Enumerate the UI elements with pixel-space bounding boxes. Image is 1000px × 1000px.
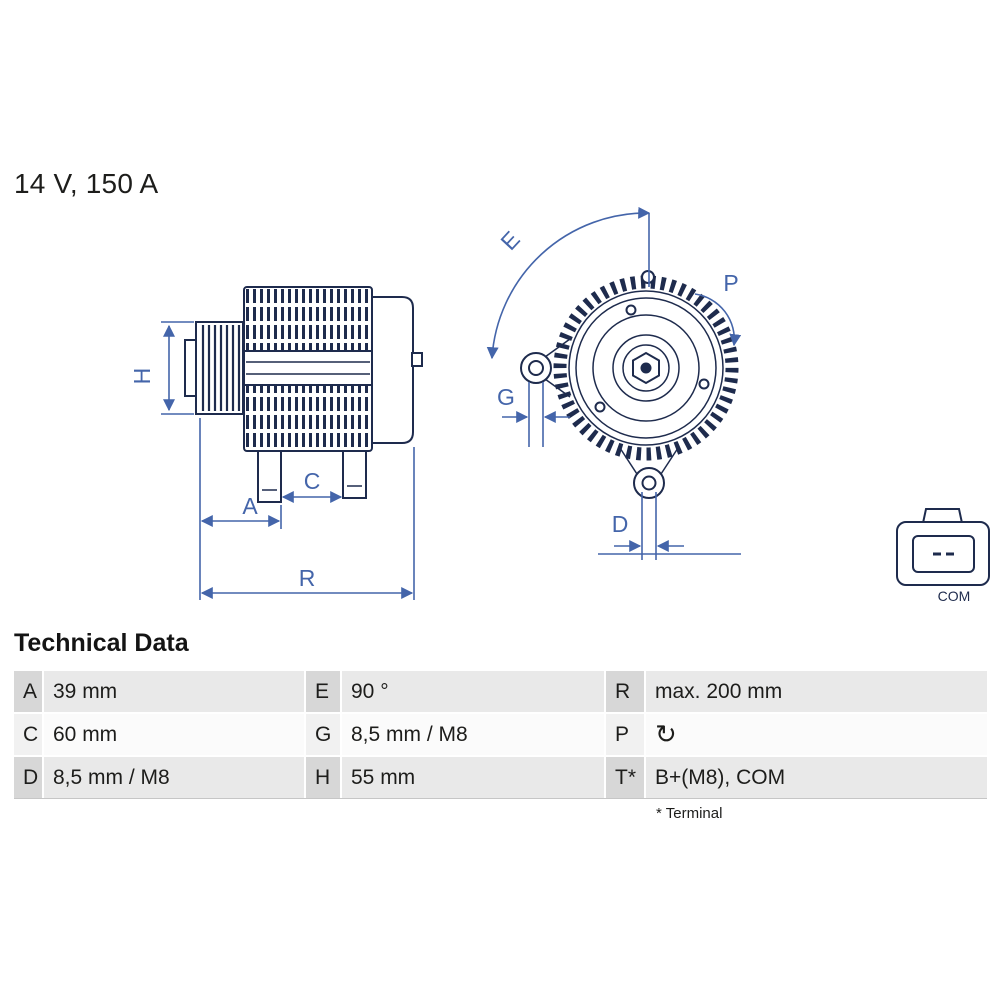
alternator-side-view: H A C R xyxy=(129,286,423,600)
stator-band xyxy=(243,350,373,386)
value-P: ↻ xyxy=(646,714,987,755)
key-C: C xyxy=(14,714,42,755)
case-bolt xyxy=(625,304,637,316)
dim-label-p: P xyxy=(723,270,738,296)
key-R: R xyxy=(606,671,644,712)
top-tab xyxy=(641,270,655,284)
value-E: 90 ° xyxy=(342,671,604,712)
shaft-center xyxy=(640,362,652,374)
table-row: D 8,5 mm / M8 H 55 mm T* B+(M8), COM xyxy=(14,757,987,798)
table-row: C 60 mm G 8,5 mm / M8 P ↻ xyxy=(14,714,987,755)
terminal-footnote: * Terminal xyxy=(656,805,723,822)
connector-tab xyxy=(921,508,964,524)
vent-slot-ring xyxy=(553,275,739,461)
technical-data-table: A 39 mm E 90 ° R max. 200 mm C 60 mm G 8… xyxy=(14,671,987,799)
dim-label-h: H xyxy=(129,368,155,385)
pulley-ribs xyxy=(201,325,241,411)
dim-label-g: G xyxy=(497,384,515,410)
value-H: 55 mm xyxy=(342,757,604,798)
mounting-lug-front xyxy=(257,450,282,503)
dim-label-a: A xyxy=(242,493,258,519)
dim-label-e: E xyxy=(495,226,524,255)
key-T: T* xyxy=(606,757,644,798)
case-bolt xyxy=(594,401,606,413)
value-D: 8,5 mm / M8 xyxy=(44,757,304,798)
key-G: G xyxy=(306,714,340,755)
side-view-dimensions: H A C R xyxy=(129,321,415,600)
value-R: max. 200 mm xyxy=(646,671,987,712)
value-A: 39 mm xyxy=(44,671,304,712)
dim-label-r: R xyxy=(299,565,316,591)
alternator-front-view: E P G D xyxy=(486,206,742,560)
value-T: B+(M8), COM xyxy=(646,757,987,798)
terminal-stub xyxy=(411,352,423,367)
value-G: 8,5 mm / M8 xyxy=(342,714,604,755)
dim-label-c: C xyxy=(304,468,321,494)
pulley-shaft xyxy=(184,339,197,397)
dim-label-d: D xyxy=(612,511,629,537)
rear-cover xyxy=(371,296,414,444)
key-P: P xyxy=(606,714,644,755)
bottom-mounting-hole xyxy=(641,475,657,491)
spec-title: 14 V, 150 A xyxy=(14,168,159,199)
connector-socket xyxy=(912,535,975,573)
value-C: 60 mm xyxy=(44,714,304,755)
rotation-direction-icon: ↻ xyxy=(655,719,677,750)
key-E: E xyxy=(306,671,340,712)
mounting-lug-rear xyxy=(342,450,367,499)
com-connector-icon: COM xyxy=(896,508,990,604)
key-D: D xyxy=(14,757,42,798)
left-mounting-hole xyxy=(528,360,544,376)
case-bolt xyxy=(698,378,710,390)
key-A: A xyxy=(14,671,42,712)
technical-drawing: H A C R xyxy=(129,206,990,604)
connector-label: COM xyxy=(938,588,971,604)
technical-data-heading: Technical Data xyxy=(14,629,189,657)
table-row: A 39 mm E 90 ° R max. 200 mm xyxy=(14,671,987,712)
key-H: H xyxy=(306,757,340,798)
